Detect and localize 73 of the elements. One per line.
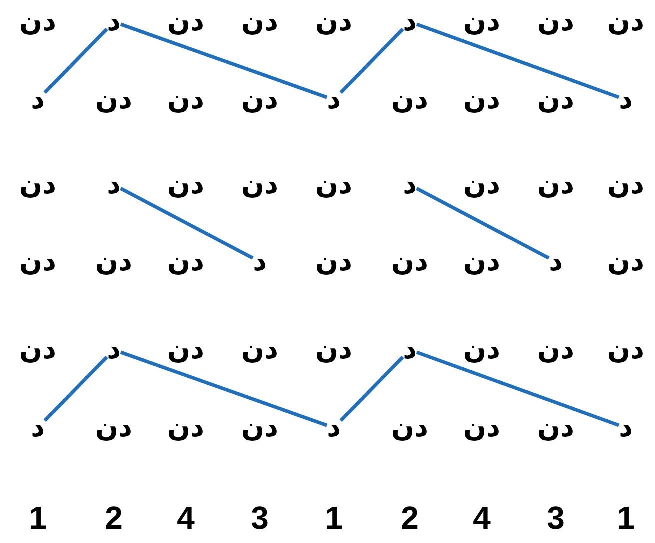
syllable-label: د xyxy=(619,86,633,114)
syllable-label: دن xyxy=(608,248,644,276)
syllable-label: دن xyxy=(242,414,278,442)
connector-line xyxy=(44,28,108,94)
syllable-label: دن xyxy=(538,8,574,36)
beat-number: 4 xyxy=(177,502,195,534)
syllable-label: د xyxy=(619,414,633,442)
syllable-label: دن xyxy=(316,336,352,364)
beat-number: 2 xyxy=(105,502,123,534)
syllable-label: دن xyxy=(608,172,644,198)
beat-number: 3 xyxy=(251,502,269,534)
syllable-label: دن xyxy=(316,172,352,198)
syllable-label: د xyxy=(107,336,121,364)
syllable-label: د xyxy=(107,8,121,36)
syllable-label: د xyxy=(327,414,341,442)
connector-line xyxy=(120,22,328,100)
syllable-label: دن xyxy=(242,336,278,364)
syllable-label: دن xyxy=(464,336,500,364)
connector-line xyxy=(340,356,404,422)
syllable-label: دن xyxy=(168,336,204,364)
syllable-label: دن xyxy=(538,414,574,442)
syllable-label: دن xyxy=(168,414,204,442)
syllable-label: دن xyxy=(464,414,500,442)
syllable-label: دن xyxy=(538,336,574,364)
syllable-label: د xyxy=(31,86,45,114)
syllable-label: دن xyxy=(608,8,644,36)
connector-line xyxy=(44,356,108,422)
connector-line xyxy=(340,28,404,94)
beat-number: 4 xyxy=(473,502,491,534)
syllable-label: د xyxy=(403,336,417,364)
syllable-label: دن xyxy=(20,248,56,276)
connector-line xyxy=(120,187,254,260)
syllable-label: دن xyxy=(538,172,574,198)
syllable-label: دن xyxy=(20,8,56,36)
syllable-label: د xyxy=(107,172,121,198)
beat-number: 1 xyxy=(617,502,635,534)
syllable-label: د xyxy=(253,248,267,276)
syllable-label: دن xyxy=(392,414,428,442)
syllable-label: دن xyxy=(242,172,278,198)
syllable-label: دن xyxy=(608,336,644,364)
syllable-label: دن xyxy=(316,8,352,36)
syllable-label: دن xyxy=(168,172,204,198)
syllable-label: دن xyxy=(242,8,278,36)
syllable-label: د xyxy=(327,86,341,114)
syllable-label: دن xyxy=(168,86,204,114)
beat-number: 3 xyxy=(547,502,565,534)
syllable-label: دن xyxy=(96,86,132,114)
syllable-label: دن xyxy=(20,336,56,364)
syllable-label: د xyxy=(403,8,417,36)
syllable-label: دن xyxy=(20,172,56,198)
beat-number: 1 xyxy=(29,502,47,534)
syllable-label: دن xyxy=(168,248,204,276)
syllable-label: دن xyxy=(464,86,500,114)
syllable-label: دن xyxy=(538,86,574,114)
syllable-label: د xyxy=(31,414,45,442)
syllable-label: د xyxy=(403,172,417,198)
connector-line xyxy=(120,350,328,428)
syllable-label: دن xyxy=(242,86,278,114)
beat-number: 2 xyxy=(401,502,419,534)
syllable-label: دن xyxy=(316,248,352,276)
connector-line xyxy=(416,187,550,260)
syllable-label: دن xyxy=(464,248,500,276)
beat-number: 1 xyxy=(325,502,343,534)
syllable-label: دن xyxy=(96,414,132,442)
syllable-label: دن xyxy=(392,248,428,276)
syllable-label: دن xyxy=(96,248,132,276)
connector-line xyxy=(416,350,620,428)
syllable-label: دن xyxy=(464,8,500,36)
connector-line xyxy=(416,22,620,100)
syllable-label: دن xyxy=(168,8,204,36)
syllable-label: د xyxy=(549,248,563,276)
syllable-label: دن xyxy=(464,172,500,198)
syllable-label: دن xyxy=(392,86,428,114)
